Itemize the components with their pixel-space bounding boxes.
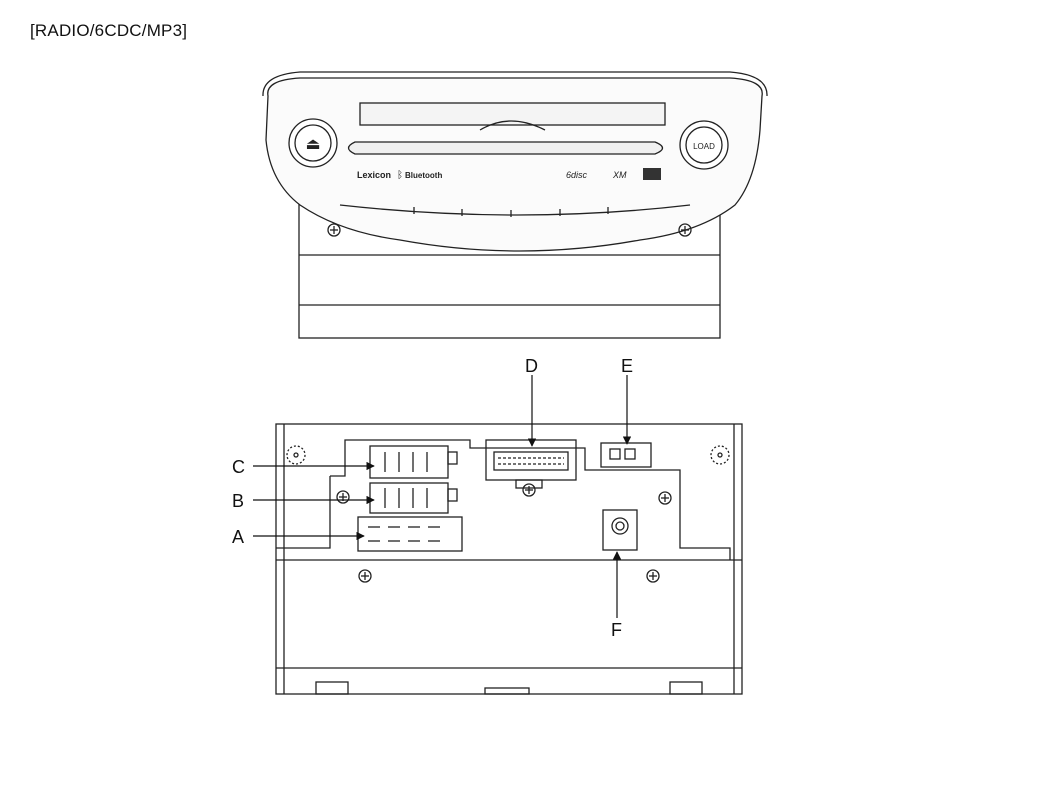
callout-f: F [611,620,622,640]
screw [327,223,341,237]
front-view-unit [262,71,768,339]
connector-d [485,439,577,481]
diagram-title: [RADIO/6CDC/MP3] [30,21,188,40]
eject-icon: ⏏ [305,136,320,153]
screw [658,491,672,505]
eject-knob [288,118,338,168]
screw [646,569,660,583]
connector-c [369,445,449,479]
connector-f [602,509,638,551]
brand-6disc: 6disc [566,170,588,180]
callout-e: E [621,356,633,376]
brand-xm: XM [612,170,627,180]
callout-leaders [253,375,632,618]
callout-c: C [232,457,245,477]
screw [358,569,372,583]
rear-view-unit [275,423,743,695]
bluetooth-icon: ᛒ [397,170,403,181]
connector-e [600,442,652,468]
load-knob [679,120,729,170]
load-label: LOAD [693,142,715,151]
screw [336,490,350,504]
brand-bluetooth: Bluetooth [405,171,442,180]
brand-lexicon: Lexicon [357,170,391,180]
callout-a: A [232,527,244,547]
mp3-logo [643,168,661,180]
screw [678,223,692,237]
screw [522,483,536,497]
connector-a [357,516,463,552]
callout-d: D [525,356,538,376]
connector-b [369,482,449,514]
callout-b: B [232,491,244,511]
